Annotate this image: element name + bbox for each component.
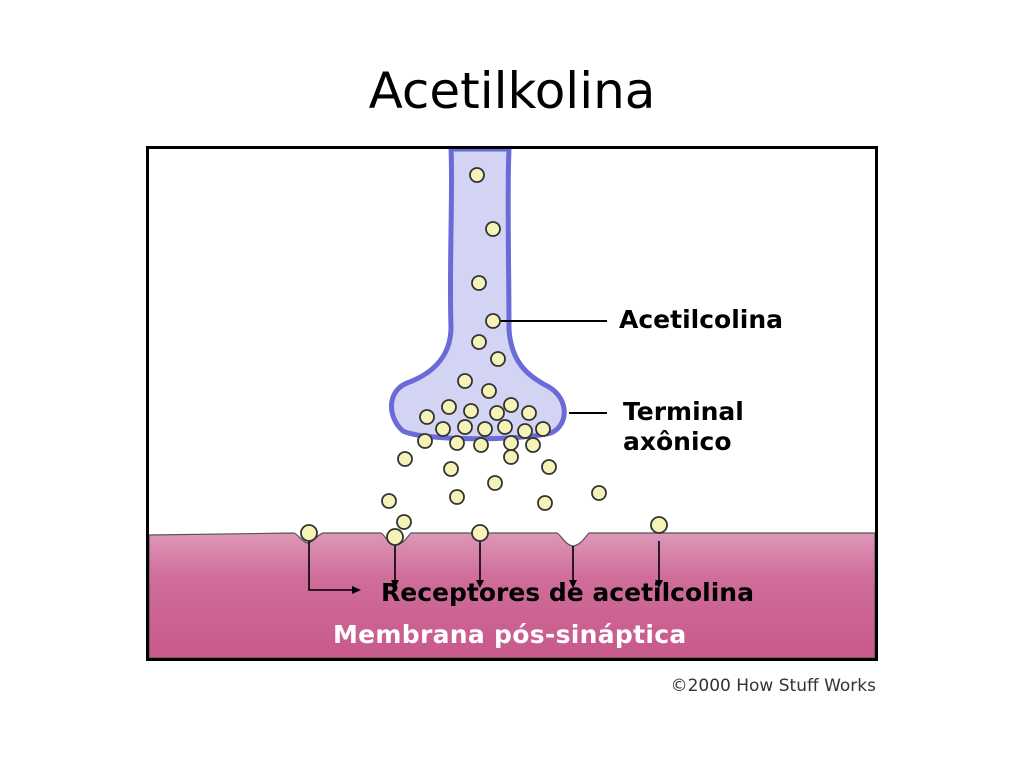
acetylcholine-vesicles: [300, 167, 668, 546]
axon-terminal: [389, 149, 567, 442]
slide-title: Acetilkolina: [368, 62, 656, 120]
leader-lines: [497, 320, 607, 414]
synapse-diagram: Acetilcolina Terminal axônico Receptores…: [146, 146, 878, 661]
receptor-pointers: [308, 539, 660, 591]
label-acetylcholine: Acetilcolina: [619, 305, 784, 334]
copyright-credit: ©2000 How Stuff Works: [670, 676, 876, 696]
label-postsynaptic-membrane: Membrana pós-sináptica: [333, 620, 687, 649]
label-axon-terminal-line2: axônico: [623, 427, 732, 456]
synapse-illustration: [149, 149, 875, 658]
arrowheads: [352, 580, 663, 594]
label-axon-terminal-line1: Terminal: [623, 397, 744, 426]
label-axon-terminal: Terminal axônico: [623, 397, 744, 457]
label-receptors: Receptores de acetilcolina: [381, 578, 754, 607]
